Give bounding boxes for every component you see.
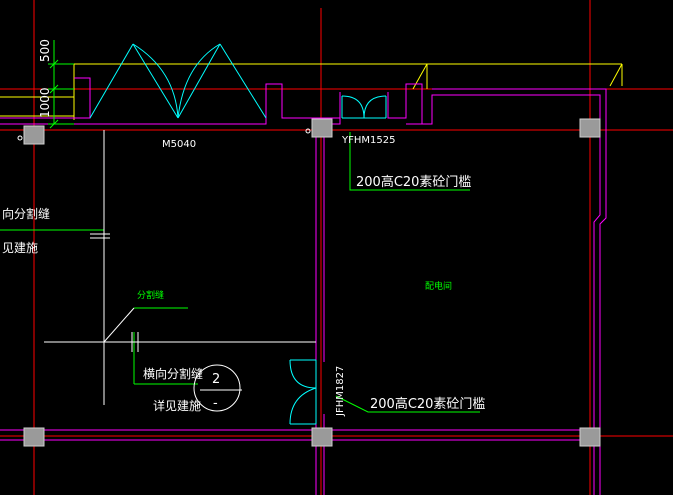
joint-label[interactable]: 分割缝 [137, 289, 164, 301]
dimension-lines [48, 40, 74, 129]
door-jfhm1827-label[interactable]: JFHM1827 [335, 366, 346, 417]
left-joint-label-line1[interactable]: 向分割缝 [2, 206, 50, 221]
door-jfhm1827-swing [289, 359, 317, 425]
lateral-joint-label[interactable]: 横向分割缝 [143, 366, 203, 381]
column-c2[interactable] [579, 427, 601, 447]
leader-lines [0, 132, 480, 413]
door-yfhm1525-label[interactable]: YFHM1525 [341, 135, 395, 146]
column-c1[interactable] [579, 118, 601, 138]
walls [0, 77, 607, 495]
detail-sheet: - [213, 396, 218, 411]
door-yfhm1525-swing [341, 95, 387, 119]
grid-marker-dot [305, 128, 311, 134]
column-a1[interactable] [23, 125, 45, 145]
grid-marker-dot [17, 135, 23, 141]
door-m5040-label[interactable]: M5040 [162, 139, 196, 150]
detail-number: 2 [212, 372, 220, 387]
door-m5040-swing [89, 43, 267, 119]
columns [23, 118, 601, 447]
room-name-label[interactable]: 配电间 [425, 280, 452, 292]
column-b2[interactable] [311, 427, 333, 447]
left-joint-label-line2[interactable]: 见建施 [2, 241, 38, 255]
dimension-1000-label: 1000 [38, 87, 52, 118]
threshold-label-top[interactable]: 200高C20素砼门槛 [356, 174, 471, 190]
see-architecture-label[interactable]: 详见建施 [153, 398, 201, 413]
threshold-label-bottom[interactable]: 200高C20素砼门槛 [370, 396, 485, 412]
column-b1[interactable] [311, 118, 333, 138]
joint-lines [44, 130, 316, 405]
detail-callout-circle[interactable] [193, 364, 241, 412]
column-a2[interactable] [23, 427, 45, 447]
dimension-500-label: 500 [38, 39, 52, 62]
wall-outline-yellow [0, 63, 623, 120]
